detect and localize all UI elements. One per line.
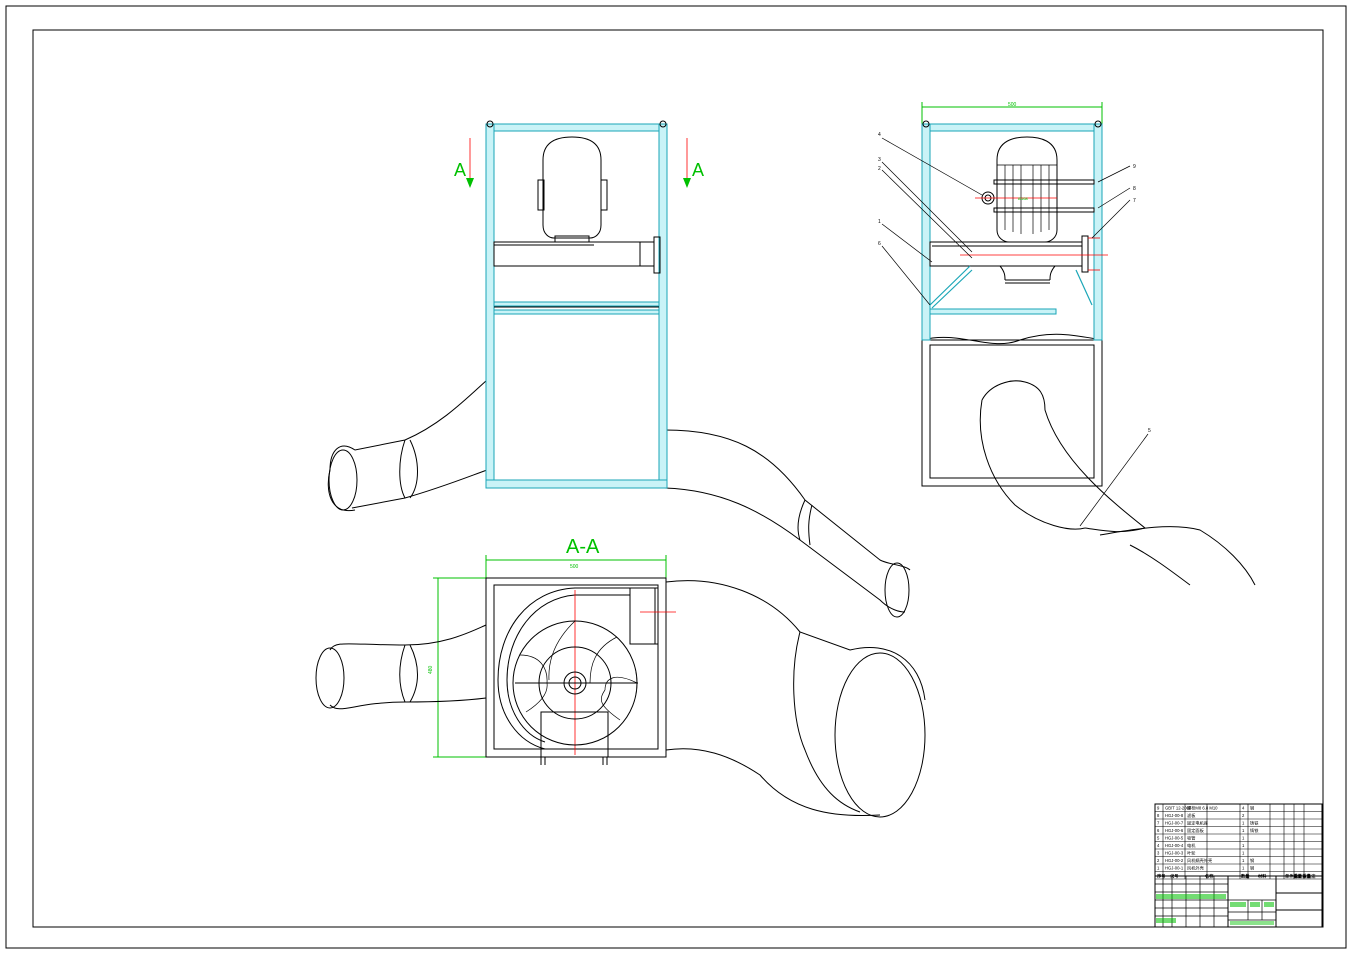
parts-cell: 1 bbox=[1242, 843, 1245, 848]
parts-cell: 电机 bbox=[1187, 842, 1196, 849]
front-view: A A bbox=[327, 120, 911, 618]
inner-frame bbox=[32, 29, 1324, 928]
parts-cell: HGJ-00-5 bbox=[1165, 836, 1184, 841]
parts-cell: 1 bbox=[1242, 836, 1245, 841]
parts-cell: HGJ-00-4 bbox=[1165, 843, 1184, 848]
parts-cell: 吸管 bbox=[1187, 835, 1195, 842]
section-marker-right: A bbox=[692, 160, 704, 180]
leader-3: 3 bbox=[878, 157, 881, 163]
parts-cell: HGJ-00-3 bbox=[1165, 851, 1184, 856]
parts-cell: 钢 bbox=[1250, 857, 1254, 864]
dim-section-height: 480 bbox=[428, 665, 434, 674]
parts-cell: 4 bbox=[1157, 843, 1160, 848]
leader-5: 5 bbox=[1148, 428, 1151, 434]
leader-lines: 4 3 2 1 6 9 8 7 5 bbox=[878, 132, 1151, 527]
section-view-a-a: A-A 500 480 bbox=[315, 536, 926, 818]
parts-cell: 2 bbox=[1157, 858, 1160, 863]
svg-text:Ø168: Ø168 bbox=[1018, 196, 1029, 201]
section-title: A-A bbox=[566, 536, 600, 558]
leader-7: 7 bbox=[1133, 198, 1136, 204]
parts-cell: HGJ-00-8 bbox=[1165, 813, 1184, 818]
parts-cell: 3 bbox=[1157, 851, 1160, 856]
parts-cell: 叶轮 bbox=[1187, 850, 1196, 857]
parts-cell: 7 bbox=[1157, 821, 1160, 826]
parts-cell: HGJ-00-6 bbox=[1165, 828, 1184, 833]
parts-cell: 固定电机座 bbox=[1187, 820, 1208, 827]
dim-top-width: 500 bbox=[1008, 102, 1017, 108]
parts-cell: 1 bbox=[1242, 821, 1245, 826]
parts-cell: 钢 bbox=[1250, 865, 1254, 872]
parts-cell: 风机蜗壳外壳 bbox=[1187, 857, 1213, 864]
leader-8: 8 bbox=[1133, 186, 1136, 192]
parts-cell: 1 bbox=[1157, 866, 1160, 871]
section-marker-left: A bbox=[454, 160, 466, 180]
parts-cell: 6 bbox=[1157, 828, 1160, 833]
parts-cell: 铸铁 bbox=[1250, 820, 1259, 827]
leader-2: 2 bbox=[878, 166, 881, 172]
parts-cell: HGJ-00-7 bbox=[1165, 821, 1184, 826]
side-view: 500 Ø168 bbox=[878, 102, 1256, 586]
outer-border bbox=[5, 5, 1347, 949]
leader-1: 1 bbox=[878, 219, 881, 225]
parts-cell: 1 bbox=[1242, 828, 1245, 833]
parts-cell: HGJ-00-2 bbox=[1165, 858, 1184, 863]
dim-section-width: 500 bbox=[570, 564, 579, 570]
parts-cell: 1 bbox=[1242, 858, 1245, 863]
parts-cell: 钢 bbox=[1250, 805, 1254, 812]
parts-cell: 1 bbox=[1242, 866, 1245, 871]
parts-cell: 固定面板 bbox=[1187, 827, 1205, 834]
parts-cell: 5 bbox=[1157, 836, 1160, 841]
leader-4: 4 bbox=[878, 132, 881, 138]
parts-cell: GB/T 12-2000 bbox=[1165, 806, 1192, 811]
parts-cell: 2 bbox=[1242, 813, 1245, 818]
leader-9: 9 bbox=[1133, 164, 1136, 170]
parts-cell: 1 bbox=[1242, 851, 1245, 856]
parts-cell: 滤板 bbox=[1187, 812, 1196, 819]
parts-cell: 8 bbox=[1157, 813, 1160, 818]
leader-6: 6 bbox=[878, 241, 881, 247]
parts-cell: 9 bbox=[1157, 806, 1160, 811]
parts-cell: 螺栓M8 6.8 M10 bbox=[1187, 805, 1218, 812]
parts-cell: 风机外壳 bbox=[1187, 865, 1205, 872]
parts-cell: HGJ-00-1 bbox=[1165, 866, 1184, 871]
parts-cell: 4 bbox=[1242, 806, 1245, 811]
parts-cell: 铸铁 bbox=[1250, 827, 1259, 834]
